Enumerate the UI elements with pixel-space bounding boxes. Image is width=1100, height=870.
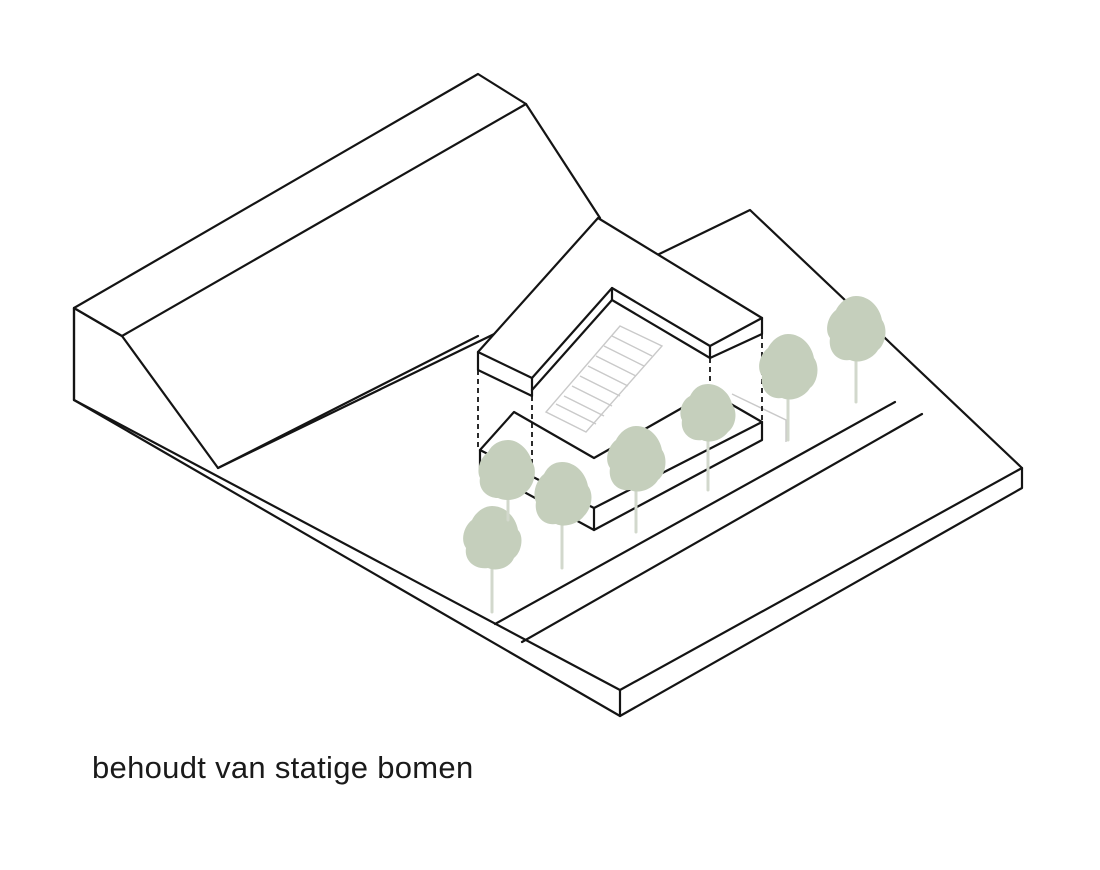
tree-icon: [607, 426, 666, 534]
building-roof: [476, 216, 764, 398]
tree-icon: [463, 506, 522, 614]
tree-icon: [534, 462, 592, 570]
dike-embankment: [72, 72, 602, 470]
tree-icon: [827, 296, 886, 404]
tree-icon: [759, 334, 818, 442]
road: [493, 400, 924, 644]
tree-icon: [478, 440, 535, 522]
diagram-caption: behoudt van statige bomen: [92, 750, 474, 785]
parking-area: [544, 325, 787, 442]
tree-icon: [680, 384, 736, 492]
